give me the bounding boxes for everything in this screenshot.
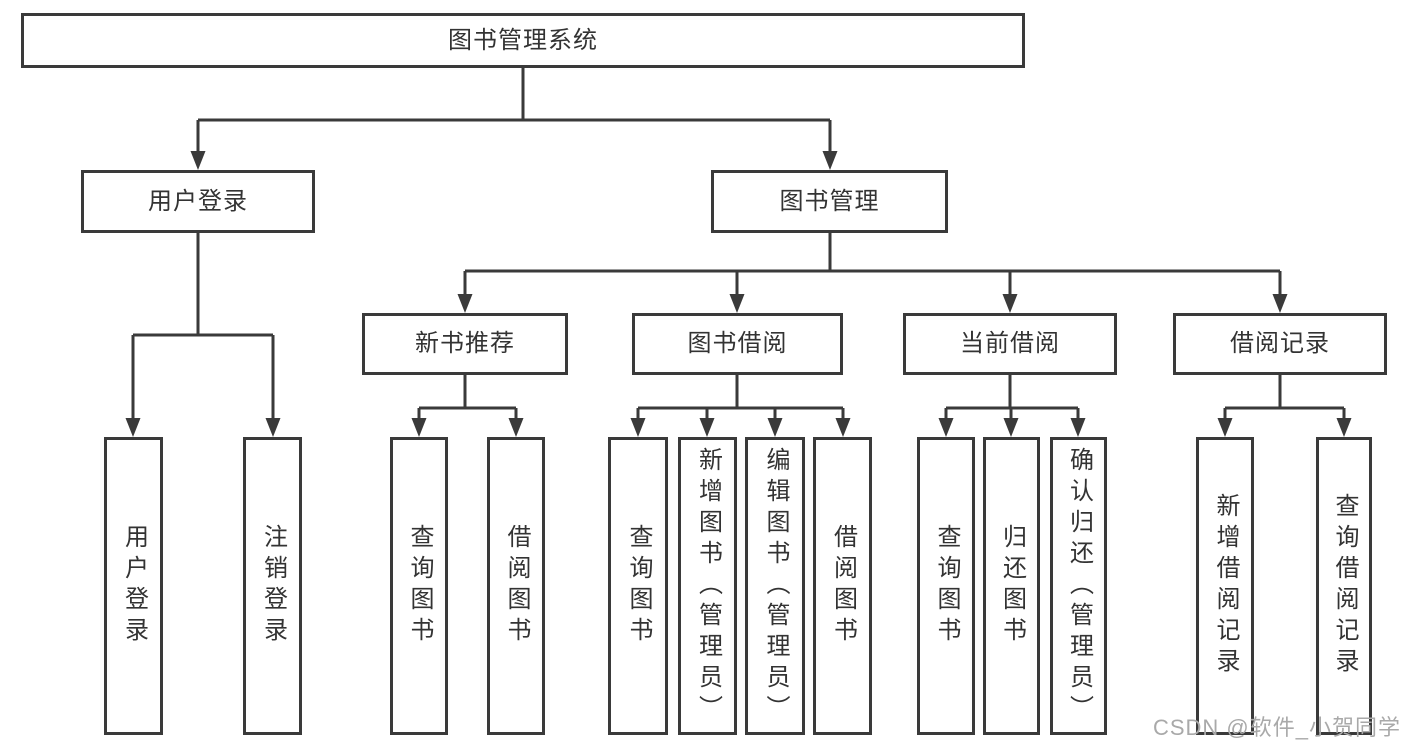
node-book-management: 图书管理 <box>711 170 948 233</box>
leaf-edit-book-admin: 编辑图书（管理员） <box>745 437 805 735</box>
leaf-confirm-return-admin: 确认归还（管理员） <box>1050 437 1107 735</box>
node-new-book-recommend: 新书推荐 <box>362 313 568 375</box>
leaf-borrow-books-recommend: 借阅图书 <box>487 437 545 735</box>
leaf-query-books-current: 查询图书 <box>917 437 975 735</box>
node-root-system: 图书管理系统 <box>21 13 1025 68</box>
leaf-query-books-recommend: 查询图书 <box>390 437 448 735</box>
node-user-login: 用户登录 <box>81 170 315 233</box>
node-current-borrow: 当前借阅 <box>903 313 1117 375</box>
leaf-return-books: 归还图书 <box>983 437 1040 735</box>
leaf-add-borrow-record: 新增借阅记录 <box>1196 437 1254 735</box>
leaf-query-borrow-record: 查询借阅记录 <box>1316 437 1372 735</box>
leaf-logout: 注销登录 <box>243 437 302 735</box>
leaf-query-books-borrow: 查询图书 <box>608 437 668 735</box>
node-borrow-record: 借阅记录 <box>1173 313 1387 375</box>
leaf-user-login: 用户登录 <box>104 437 163 735</box>
leaf-add-book-admin: 新增图书（管理员） <box>678 437 737 735</box>
watermark: CSDN @软件_小贺同学 <box>1152 715 1401 740</box>
node-book-borrow: 图书借阅 <box>632 313 843 375</box>
leaf-borrow-books: 借阅图书 <box>813 437 872 735</box>
